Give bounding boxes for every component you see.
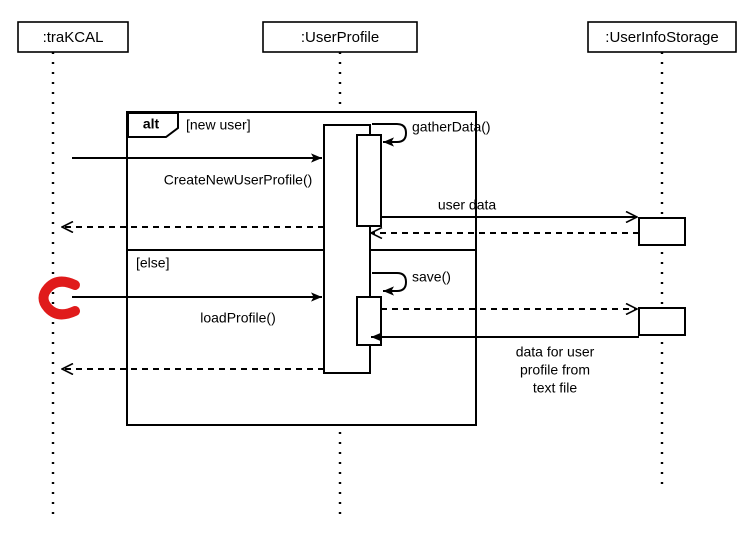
message-label-data-for-user-profile-line3: text file [533, 380, 578, 396]
fragment-box [126, 111, 477, 426]
lifeline-box-userinfostorage [587, 21, 737, 53]
activation-bars [323, 124, 686, 374]
lifeline-label-userprofile: :UserProfile [301, 29, 379, 46]
fragment-guard-else: [else] [136, 255, 169, 271]
lifeline-head-trakcal[interactable]: :traKCAL [17, 21, 129, 53]
lifeline-axes [51, 52, 664, 520]
message-line-gather-data [372, 123, 408, 147]
message-label-save: save() [412, 269, 451, 285]
lifeline-box-userprofile [262, 21, 418, 53]
message-label-data-for-user-profile-line2: profile from [520, 362, 590, 378]
message-line-save [372, 272, 408, 296]
activation-userprofile-gatherdata [356, 134, 382, 227]
message-label-user-data: user data [438, 197, 497, 213]
lifeline-heads: :traKCAL :UserProfile :UserInfoStorage [17, 21, 737, 53]
lifeline-head-userprofile[interactable]: :UserProfile [262, 21, 418, 53]
activation-userinfostorage-second [638, 307, 686, 336]
activation-userinfostorage-first [638, 217, 686, 246]
message-gather-data-self-call: gatherData() [372, 119, 491, 147]
fragment-operator-label: alt [143, 116, 160, 132]
lifeline-label-trakcal: :traKCAL [43, 29, 104, 46]
fragment-guard-new-user: [new user] [186, 117, 251, 133]
message-label-data-for-user-profile-line1: data for user [516, 344, 595, 360]
lifeline-label-userinfostorage: :UserInfoStorage [605, 29, 718, 46]
red-c-annotation [38, 276, 80, 320]
message-label-load-profile: loadProfile() [200, 310, 275, 326]
fragment-operator-tab [127, 112, 179, 138]
message-create-new-user-profile: CreateNewUserProfile() [72, 153, 322, 188]
lifeline-head-userinfostorage[interactable]: :UserInfoStorage [587, 21, 737, 53]
red-c-mark-icon [38, 276, 80, 320]
combined-fragment-alt: alt [new user] [else] [126, 111, 477, 426]
message-data-for-user-profile: data for user profile from text file [371, 332, 639, 396]
message-save-self-call: save() [372, 269, 451, 296]
message-label-create-new-user-profile: CreateNewUserProfile() [164, 172, 313, 188]
message-load-profile: loadProfile() [72, 292, 322, 326]
lifeline-box-trakcal [17, 21, 129, 53]
message-label-gather-data: gatherData() [412, 119, 491, 135]
message-user-data: user data [381, 197, 637, 217]
